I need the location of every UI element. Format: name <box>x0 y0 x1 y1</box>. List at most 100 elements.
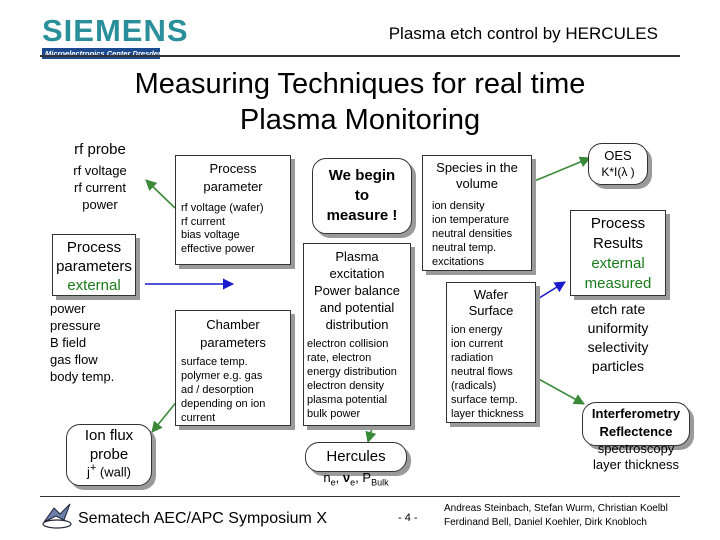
process-results-external: external <box>591 255 645 272</box>
plasma-item: bulk power <box>307 408 361 420</box>
process-results-item: selectivity <box>587 339 649 355</box>
species-volume-items: ion density ion temperature neutral dens… <box>432 199 532 269</box>
process-results-item: particles <box>591 358 645 374</box>
oes-title: OES <box>604 148 632 163</box>
page-number: - 4 - <box>398 512 418 524</box>
footer-divider <box>40 496 680 497</box>
pp-item: power <box>50 301 86 316</box>
ion-flux-probe-title: Ion flux probe <box>66 426 152 464</box>
hercules-parameters: ne, νe, PBulk <box>323 470 389 488</box>
process-results-title-line2: Results <box>592 235 644 252</box>
process-parameters-external-items: power pressure B field gas flow body tem… <box>50 300 114 385</box>
rf-probe-items: rf voltage rf current power <box>60 162 140 213</box>
wafer-item: neutral flows <box>451 366 513 378</box>
process-parameter-title: Process parameter <box>175 160 291 196</box>
wafer-item: layer thickness <box>451 408 524 420</box>
interferometry-title: Interferometry Reflectence <box>582 405 690 441</box>
ion-flux-j: j <box>87 464 90 480</box>
interferometry-title-line1: Interferometry <box>591 406 681 421</box>
pp-title-line2: parameters <box>56 258 132 275</box>
plasma-item: electron density <box>307 380 385 392</box>
wafer-item: surface temp. <box>451 394 518 406</box>
species-title-line1: Species in the <box>436 160 518 175</box>
page-title: Measuring Techniques for real time Plasm… <box>60 66 660 138</box>
chamber-item: ad / desorption <box>181 384 254 396</box>
arrow-species-to-oes <box>531 156 592 183</box>
plasma-title: Plasma excitation Power balance and pote… <box>303 248 411 333</box>
sematech-logo-icon <box>42 503 72 529</box>
ion-flux-wall: (wall) <box>96 464 131 480</box>
wafer-item: ion current <box>451 338 503 350</box>
header-divider <box>40 55 680 57</box>
hercules-p-sub: Bulk <box>371 477 389 488</box>
chamber-title-line2: parameters <box>200 335 266 350</box>
chamber-parameters-items: surface temp. polymer e.g. gas ad / deso… <box>181 355 289 425</box>
process-parameter-box <box>175 155 291 265</box>
arrow-rfprobe-to-process <box>145 179 176 209</box>
process-parameters-external-box <box>52 234 136 296</box>
wafer-item: radiation <box>451 352 494 364</box>
plasma-box <box>303 243 411 426</box>
wafer-surface-items: ion energy ion current radiation neutral… <box>451 323 537 421</box>
wafer-surface-box <box>446 282 536 423</box>
plasma-items: electron collision rate, electron energy… <box>307 337 409 421</box>
logo-subtitle: Microelectronics Center Dresden <box>42 48 163 59</box>
plasma-title-line: Plasma <box>335 249 379 264</box>
we-begin-line1: We begin <box>328 167 396 184</box>
rf-probe-item: rf voltage <box>73 163 127 178</box>
chamber-parameters-title: Chamber parameters <box>175 316 291 352</box>
hercules-n-sub: e <box>330 477 336 488</box>
authors: Andreas Steinbach, Stefan Wurm, Christia… <box>444 502 668 530</box>
authors-line2: Ferdinand Bell, Daniel Koehler, Dirk Kno… <box>444 517 647 528</box>
page-title-line1: Measuring Techniques for real time <box>134 68 586 100</box>
pp-title-external: external <box>67 277 121 294</box>
plasma-title-line: excitation <box>329 266 385 281</box>
arrow-chamber-to-ionflux <box>151 399 179 433</box>
arrow-wafer-to-results <box>535 281 566 301</box>
process-parameter-items: rf voltage (wafer) rf current bias volta… <box>181 202 289 256</box>
chamber-parameters-box <box>175 310 291 426</box>
process-results-box <box>570 210 666 296</box>
process-parameter-item: rf current <box>181 215 226 228</box>
process-parameter-title-line2: parameter <box>203 179 263 194</box>
interferometry-title-line2: Reflectence <box>599 424 673 439</box>
hercules-nu-sub: e <box>350 477 356 488</box>
wafer-item: (radicals) <box>451 380 497 392</box>
wafer-title-line1: Wafer <box>473 287 509 302</box>
process-results-title-line1: Process <box>590 215 646 232</box>
process-parameter-item: rf voltage (wafer) <box>181 202 264 214</box>
ion-flux-title-line2: probe <box>89 446 129 463</box>
oes-box <box>588 143 648 185</box>
interferometry-item: spectroscopy <box>597 441 675 456</box>
process-results-title: Process Results external measured <box>570 214 666 294</box>
process-results-measured: measured <box>584 275 652 292</box>
we-begin-title: We begin to measure ! <box>312 166 412 226</box>
pp-item: body temp. <box>50 369 115 384</box>
we-begin-box <box>312 158 412 234</box>
process-results-item: etch rate <box>590 301 646 317</box>
species-item: ion density <box>432 200 485 212</box>
plasma-item: energy distribution <box>307 366 397 378</box>
chamber-item: current <box>181 412 216 424</box>
wafer-surface-title: Wafer Surface <box>446 287 536 319</box>
rf-probe-item: rf current <box>73 180 126 195</box>
chamber-item: depending on ion <box>181 398 266 410</box>
wafer-item: ion energy <box>451 324 503 336</box>
interferometry-items: spectroscopy layer thickness <box>582 441 690 473</box>
species-title-line2: volume <box>456 176 498 191</box>
species-item: neutral temp. <box>432 242 497 254</box>
species-volume-title: Species in the volume <box>422 160 532 192</box>
we-begin-line3: measure ! <box>326 207 398 224</box>
chamber-title-line1: Chamber <box>206 317 260 332</box>
footer-title: Sematech AEC/APC Symposium X <box>78 510 327 527</box>
ion-flux-subtitle: j+ (wall) <box>66 462 152 479</box>
hercules-title: Hercules <box>326 448 386 465</box>
process-parameter-item: bias voltage <box>181 229 240 241</box>
authors-line1: Andreas Steinbach, Stefan Wurm, Christia… <box>444 503 668 514</box>
pp-item: B field <box>50 335 87 350</box>
hercules-nu: ν <box>342 470 351 485</box>
header-title: Plasma etch control by HERCULES <box>388 24 658 43</box>
plasma-title-line: Power balance <box>314 283 400 298</box>
hercules-p: P <box>362 470 372 485</box>
ion-flux-plus: + <box>89 462 97 474</box>
